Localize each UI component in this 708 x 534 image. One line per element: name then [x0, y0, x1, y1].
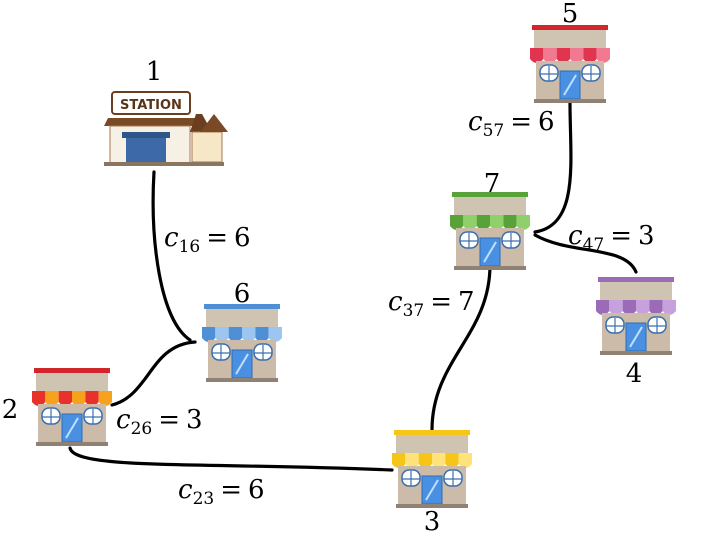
shop-awning-stripe [596, 300, 610, 315]
shop-awning-stripe [490, 215, 504, 230]
node-4-shop [596, 277, 676, 355]
edge-4-7 [533, 233, 638, 274]
shop-awning-stripe [392, 453, 406, 468]
node-6-shop [202, 304, 282, 382]
shop-awning-stripe [543, 48, 557, 63]
shop-awning-stripe [596, 48, 610, 63]
edge-label-47: c47=3 [568, 221, 655, 255]
shop-awning-stripe [463, 215, 477, 230]
shop-awning-stripe [45, 391, 59, 406]
shop-base [454, 266, 526, 270]
station-door [126, 136, 166, 164]
shop-awning-stripe [32, 391, 46, 406]
shop-base [534, 99, 606, 103]
shop-base [36, 442, 108, 446]
shop-awning-stripe [516, 215, 530, 230]
node-label-3: 3 [424, 507, 441, 534]
station-side-wall [191, 131, 223, 163]
shop-roof-band [394, 430, 470, 435]
node-1-station: STATION [104, 91, 228, 166]
shop-awning-stripe [215, 327, 229, 342]
shop-roof-band [204, 304, 280, 309]
shop-awning-stripe [255, 327, 269, 342]
node-label-2: 2 [2, 395, 19, 425]
shop-base [396, 504, 468, 508]
station-door-top [122, 132, 170, 138]
shop-roof-band [34, 368, 110, 373]
shop-awning-stripe [268, 327, 282, 342]
edge-label-37: c37=7 [388, 287, 475, 321]
node-label-4: 4 [626, 359, 643, 389]
shop-base [206, 378, 278, 382]
shop-awning-stripe [503, 215, 517, 230]
edge-label-57: c57=6 [468, 107, 555, 141]
shop-awning-stripe [228, 327, 242, 342]
node-5-shop [530, 25, 610, 103]
station-base [104, 162, 224, 166]
shop-awning-stripe [609, 300, 623, 315]
edges [68, 101, 638, 472]
shop-sign-wall [534, 30, 606, 48]
shop-awning-stripe [72, 391, 86, 406]
edge-5-7 [533, 101, 573, 234]
station-side-gable [200, 114, 228, 132]
shop-awning-stripe [649, 300, 663, 315]
shop-awning-stripe [450, 215, 464, 230]
shop-sign-wall [396, 435, 468, 453]
edge-label-16: c16=6 [164, 223, 251, 257]
shop-sign-wall [600, 282, 672, 300]
station-roof [104, 118, 200, 126]
shop-door-glare [65, 417, 79, 439]
shop-awning-stripe [622, 300, 636, 315]
edge-label-26: c26=3 [116, 405, 203, 439]
node-3-shop [392, 430, 472, 508]
shop-awning-stripe [85, 391, 99, 406]
shop-awning-stripe [432, 453, 446, 468]
shop-awning-stripe [98, 391, 112, 406]
shop-awning-stripe [202, 327, 216, 342]
shop-roof-band [532, 25, 608, 30]
shop-roof-band [598, 277, 674, 282]
node-label-5: 5 [562, 0, 579, 29]
shop-awning-stripe [458, 453, 472, 468]
node-7-shop [450, 192, 530, 270]
shop-awning-stripe [476, 215, 490, 230]
node-label-7: 7 [484, 169, 501, 199]
shop-sign-wall [36, 373, 108, 391]
shop-sign-wall [206, 309, 278, 327]
station-sign-text: STATION [120, 98, 182, 113]
edge-2-6 [110, 340, 197, 407]
shop-base [600, 351, 672, 355]
shop-awning-stripe [636, 300, 650, 315]
shop-awning-stripe [570, 48, 584, 63]
node-label-1: 1 [146, 57, 163, 87]
shop-awning-stripe [662, 300, 676, 315]
edge-label-23: c23=6 [178, 475, 265, 509]
shop-awning-stripe [583, 48, 597, 63]
edge-1-6 [151, 170, 192, 342]
shop-awning-stripe [530, 48, 544, 63]
shop-awning-stripe [405, 453, 419, 468]
edge-3-7 [430, 263, 492, 432]
shop-awning-stripe [242, 327, 256, 342]
shop-door-glare [563, 74, 577, 96]
shop-door-glare [235, 353, 249, 375]
shop-door-glare [629, 326, 643, 348]
shop-roof-band [452, 192, 528, 197]
edge-2-3 [68, 446, 394, 472]
shop-awning-stripe [418, 453, 432, 468]
shop-awning-stripe [556, 48, 570, 63]
shop-awning-stripe [445, 453, 459, 468]
shop-sign-wall [454, 197, 526, 215]
station-sign [111, 91, 191, 115]
node-label-6: 6 [234, 279, 251, 309]
shop-door-glare [483, 241, 497, 263]
shop-door-glare [425, 479, 439, 501]
shop-awning-stripe [58, 391, 72, 406]
node-2-shop [32, 368, 112, 446]
